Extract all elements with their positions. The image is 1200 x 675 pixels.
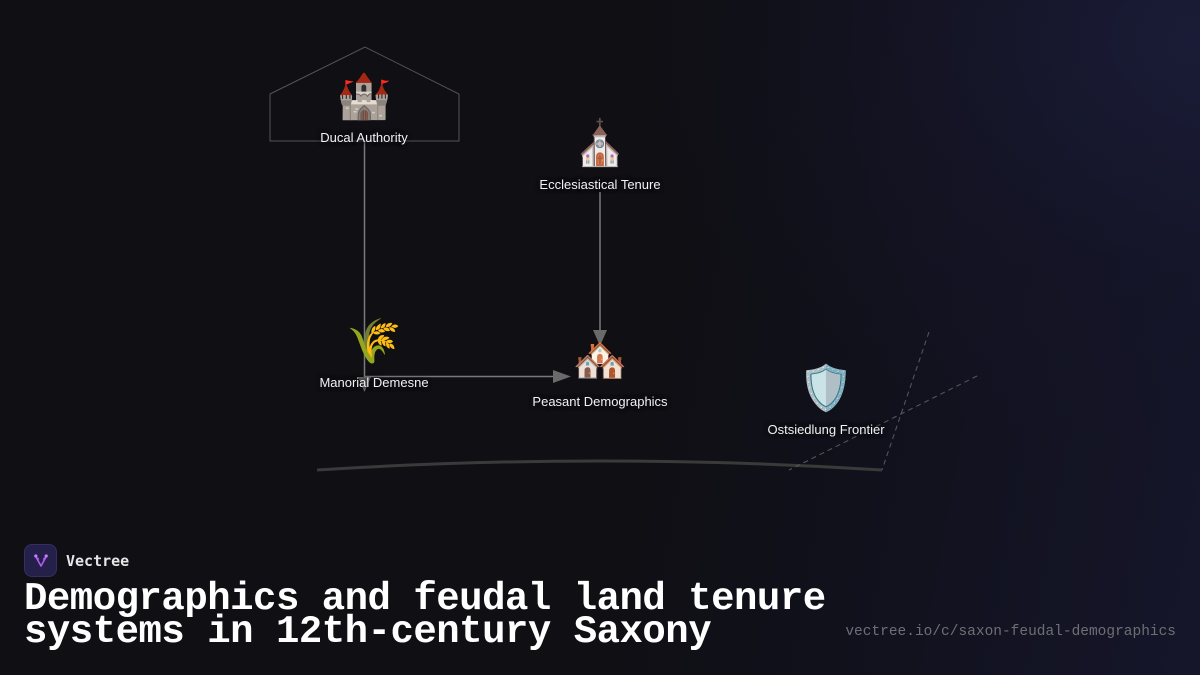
node-peasant-demographics[interactable]: 🏘️ Peasant Demographics [532,334,667,409]
dashed-guide-1 [881,331,930,471]
vectree-fork-icon [33,553,48,567]
vectree-logo-icon [24,544,57,577]
dashed-guide-2 [788,375,978,471]
node-label: Ducal Authority [320,130,408,145]
brand: Vectree [24,544,129,577]
node-label: Manorial Demesne [319,375,429,390]
ground-curve [316,459,883,472]
title-line-2: systems in 12th-century Saxony [24,610,712,654]
node-label: Ostsiedlung Frontier [767,422,885,437]
church-icon: ⛪ [572,118,628,169]
node-ducal-authority[interactable]: 🏰 Ducal Authority [320,70,407,145]
node-ostsiedlung-frontier[interactable]: 🛡️ Ostsiedlung Frontier [767,362,884,437]
houses-icon: 🏘️ [572,335,628,386]
brand-name: Vectree [66,551,130,570]
sheaf-of-rice-icon: 🌾 [346,316,402,367]
arrowhead-ecclesiastical-to-peasant [593,330,607,346]
page-title: Demographics and feudal land tenure syst… [24,580,826,652]
castle-icon: 🏰 [336,71,392,122]
shield-icon: 🛡️ [798,363,854,414]
source-url[interactable]: vectree.io/c/saxon-feudal-demographics [845,624,1176,640]
ducal-group-outline [269,46,460,142]
arrowhead-ducal-to-manorial [358,377,371,392]
title-line-1: Demographics and feudal land tenure [24,577,826,621]
arrowhead-manorial-to-peasant [553,370,571,383]
node-ecclesiastical-tenure[interactable]: ⛪ Ecclesiastical Tenure [539,117,660,192]
node-label: Peasant Demographics [532,394,668,409]
node-label: Ecclesiastical Tenure [539,177,661,192]
node-manorial-demesne[interactable]: 🌾 Manorial Demesne [319,315,428,390]
